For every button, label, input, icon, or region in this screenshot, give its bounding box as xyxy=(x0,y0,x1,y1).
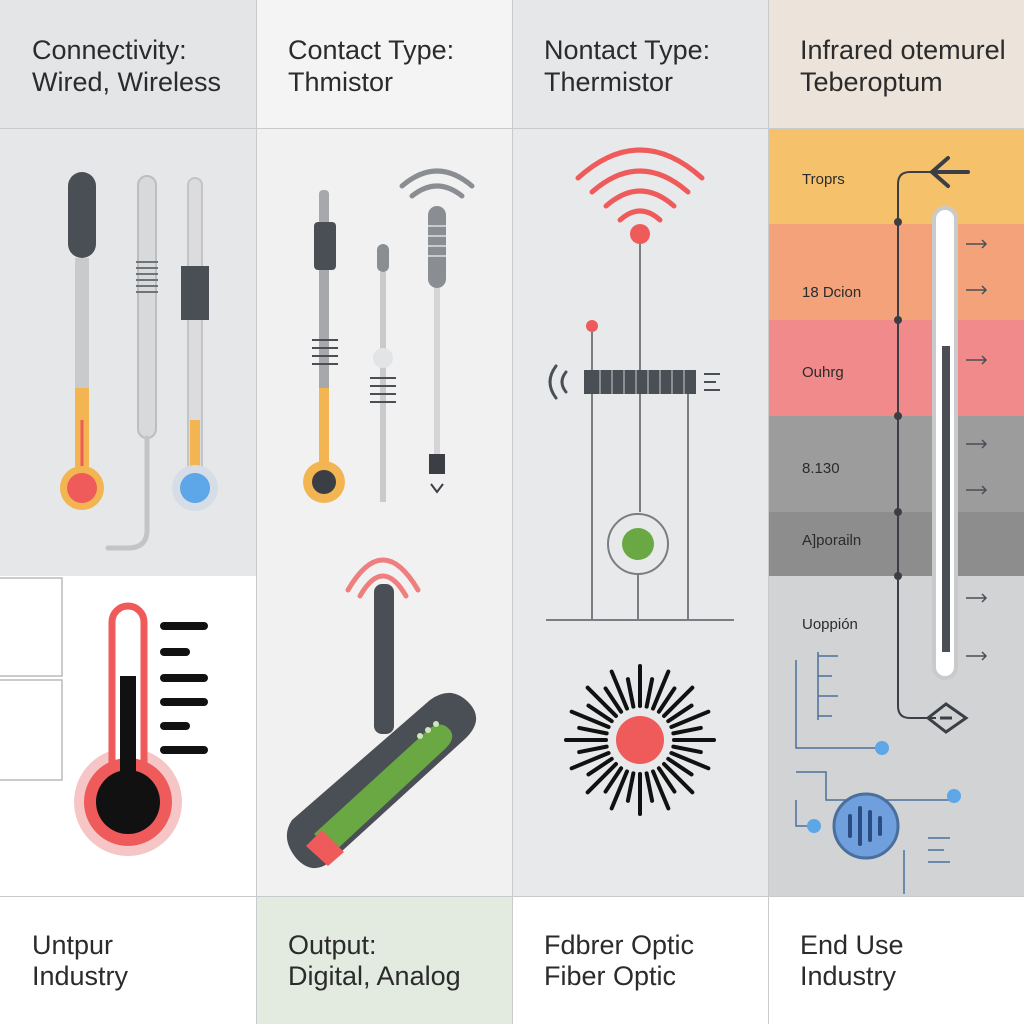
footer-output-type: Output: Digital, Analog xyxy=(256,896,512,1024)
header-line-1: Infrared otemurel xyxy=(800,35,1006,65)
burst-ray xyxy=(609,769,629,811)
footer-fiber-optic: Fdbrer Optic Fiber Optic xyxy=(512,896,768,1024)
header-noncontact-type: Nontact Type: Thermistor xyxy=(512,0,768,128)
burst-ray xyxy=(569,709,611,729)
footer-line-2: Digital, Analog xyxy=(288,961,461,991)
burst-ray xyxy=(585,685,618,718)
scale-band-1 xyxy=(768,128,1024,224)
burst-ray xyxy=(586,756,614,777)
header-line-1: Connectivity: xyxy=(32,35,187,65)
burst-ray xyxy=(671,725,703,736)
burst-ray xyxy=(651,669,671,711)
burst-ray xyxy=(669,709,711,729)
header-line-2: Thermistor xyxy=(544,67,674,97)
scale-band-4 xyxy=(768,416,1024,512)
burst-ray xyxy=(662,762,695,795)
burst-ray xyxy=(644,771,655,803)
wireless-signal-icon xyxy=(575,147,705,372)
burst-ray xyxy=(569,751,611,771)
scale-label-5: A]porailn xyxy=(802,532,862,549)
wireless-probe-icon xyxy=(399,168,475,494)
burst-ray xyxy=(669,751,711,771)
footer-line-1: End Use xyxy=(800,930,904,960)
divider-2 xyxy=(512,0,513,1024)
scale-label-2: 18 Dcion xyxy=(802,284,862,301)
probe-icon xyxy=(105,175,158,551)
scale-band-2 xyxy=(768,224,1024,320)
scale-band-3 xyxy=(768,320,1024,416)
footer-line-2: Industry xyxy=(32,961,129,991)
burst-ray xyxy=(666,703,694,724)
divider-bottom xyxy=(0,896,1024,897)
footer-line-1: Output: xyxy=(288,930,377,960)
header-line-1: Nontact Type: xyxy=(544,35,711,65)
burst-ray xyxy=(609,669,629,711)
probe-icon xyxy=(172,177,218,511)
fiber-sensor-icon xyxy=(795,652,961,894)
burst-ray xyxy=(577,725,609,736)
header-line-2: Teberoptum xyxy=(800,67,943,97)
burst-ray xyxy=(625,677,636,709)
scale-label-1: Troprs xyxy=(802,171,845,188)
fiber-cable-icon xyxy=(548,364,720,560)
burst-ray xyxy=(671,744,703,755)
radiation-burst-icon xyxy=(564,664,716,816)
probe-icon xyxy=(60,172,104,510)
footer-line-2: Industry xyxy=(800,961,897,991)
footer-line-1: Untpur xyxy=(32,930,114,960)
header-connectivity: Connectivity: Wired, Wireless xyxy=(0,0,256,128)
footer-line-1: Fdbrer Optic xyxy=(544,930,695,960)
burst-ray xyxy=(666,756,694,777)
scale-label-6: Uoppión xyxy=(802,616,858,633)
scale-indicator-icon xyxy=(894,156,988,734)
scale-band-6 xyxy=(768,576,1024,896)
footer-end-use: End Use Industry xyxy=(768,896,1024,1024)
burst-ray xyxy=(651,769,671,811)
thermometer-icon xyxy=(74,602,208,856)
footer-output-industry: Untpur Industry xyxy=(0,896,256,1024)
burst-ray xyxy=(586,703,614,724)
burst-ray xyxy=(577,744,609,755)
footer-line-2: Fiber Optic xyxy=(544,961,677,991)
infrared-gun-icon xyxy=(286,557,477,869)
header-line-1: Contact Type: xyxy=(288,35,455,65)
burst-ray xyxy=(585,762,618,795)
burst-ray xyxy=(603,686,624,714)
burst-ray xyxy=(603,766,624,794)
probe-icon xyxy=(370,244,396,502)
header-line-2: Wired, Wireless xyxy=(32,67,222,97)
burst-ray xyxy=(625,771,636,803)
burst-ray xyxy=(644,677,655,709)
burst-ray xyxy=(662,685,695,718)
header-infrared: Infrared otemurel Teberoptum xyxy=(768,0,1024,128)
scale-band-5 xyxy=(768,512,1024,576)
divider-1 xyxy=(256,0,257,1024)
burst-ray xyxy=(656,686,677,714)
scale-label-3: Ouhrg xyxy=(802,364,844,381)
burst-ray xyxy=(656,766,677,794)
probe-icon xyxy=(303,190,345,503)
divider-3 xyxy=(768,0,769,1024)
header-contact-type: Contact Type: Thmistor xyxy=(256,0,512,128)
header-line-2: Thmistor xyxy=(288,67,394,97)
scale-label-4: 8.130 xyxy=(802,460,840,477)
bracket-lines xyxy=(0,577,63,781)
divider-top xyxy=(0,128,1024,129)
